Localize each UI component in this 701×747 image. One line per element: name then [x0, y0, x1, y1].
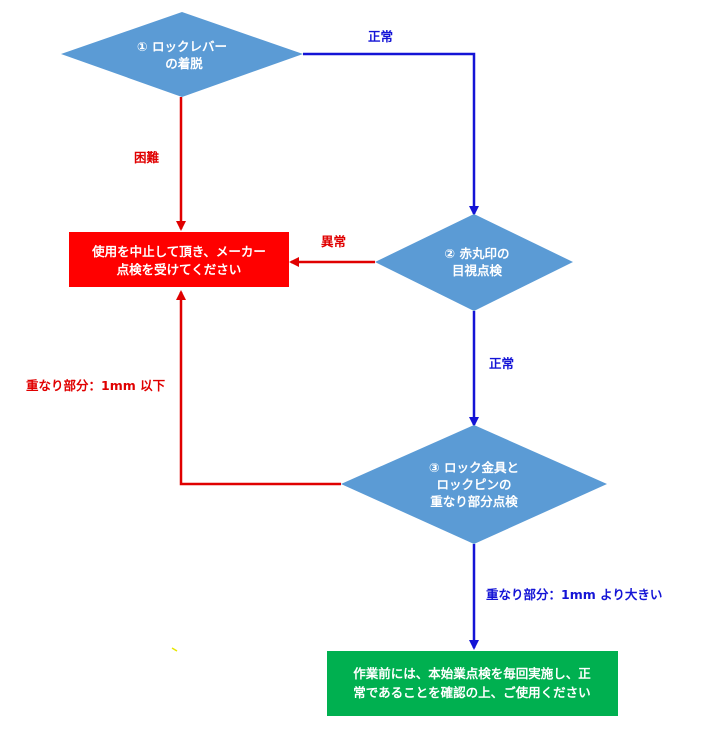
stray-mark — [171, 647, 178, 652]
stop-use-line2: 点検を受けてください — [117, 262, 242, 277]
stop-use-box — [69, 232, 289, 287]
decision-red-mark — [375, 214, 573, 311]
label-d1-difficult: 困難 — [134, 150, 160, 165]
label-d3-overlap-small: 重なり部分：1mm 以下 — [26, 378, 166, 393]
decision-red-mark-line1: ② 赤丸印の — [445, 246, 510, 261]
decision-overlap-check-line3: 重なり部分点検 — [430, 494, 518, 509]
label-d3-overlap-large: 重なり部分：1mm より大きい — [486, 587, 662, 602]
decision-overlap-check-line2: ロックピンの — [436, 477, 511, 492]
decision-lock-lever-line2: の着脱 — [165, 56, 203, 71]
label-d1-normal: 正常 — [368, 29, 393, 44]
ok-box — [327, 651, 618, 716]
stop-use-line1: 使用を中止して頂き、メーカー — [91, 244, 266, 259]
ok-line1: 作業前には、本始業点検を毎回実施し、正 — [353, 666, 591, 681]
edge-d3-to-stop — [176, 290, 341, 486]
ok-line2: 常であることを確認の上、ご使用ください — [353, 685, 590, 700]
edge-d1-to-d2 — [303, 52, 479, 216]
decision-overlap-check — [341, 425, 607, 544]
decision-lock-lever-line1: ① ロックレバー — [137, 39, 227, 54]
label-d2-abnormal: 異常 — [321, 234, 346, 249]
decision-lock-lever — [61, 12, 303, 97]
decision-red-mark-line2: 目視点検 — [452, 263, 503, 278]
decision-overlap-check-line1: ③ ロック金具と — [429, 460, 519, 475]
label-d2-normal: 正常 — [489, 356, 514, 371]
